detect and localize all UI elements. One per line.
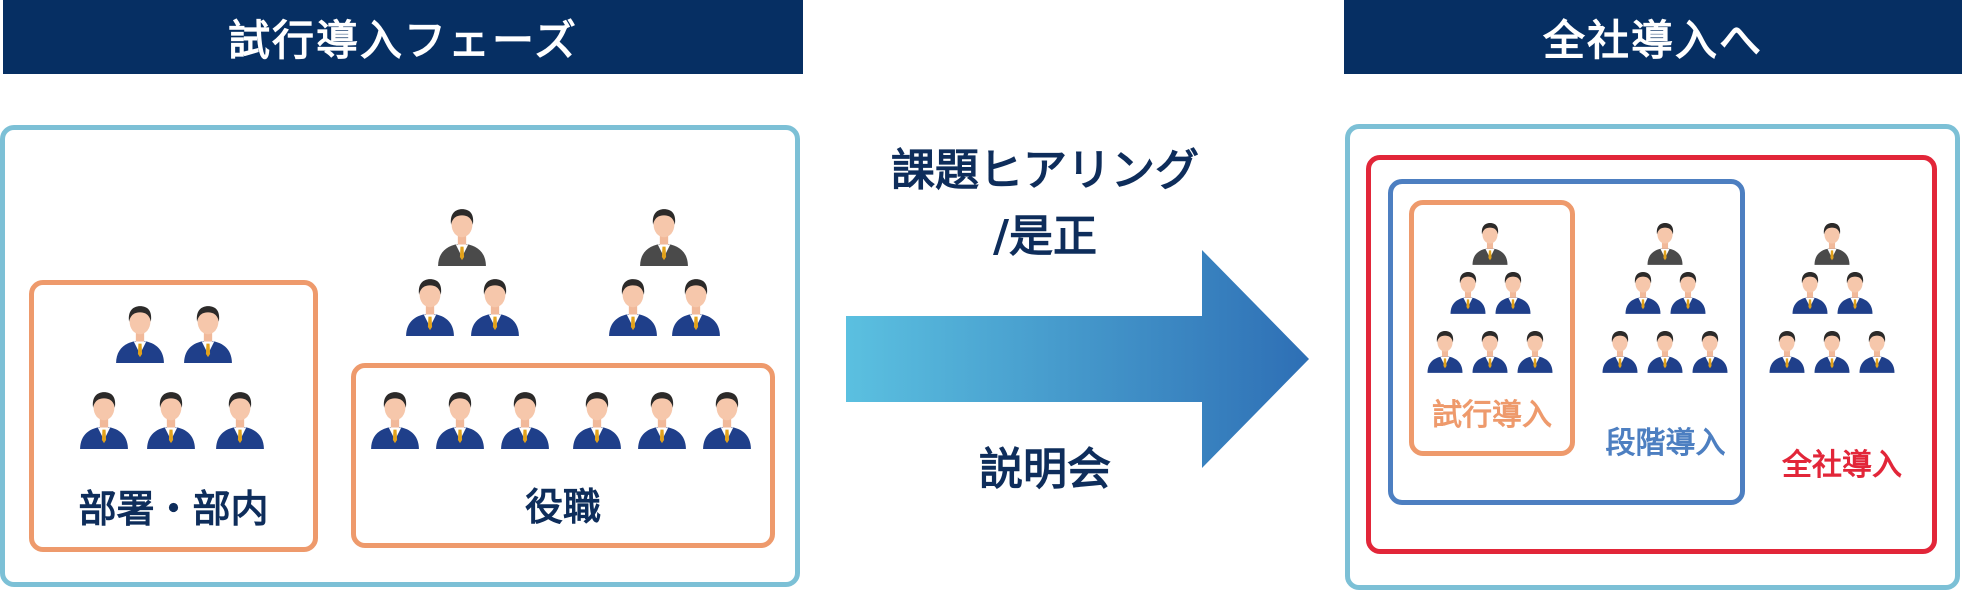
businessperson-icon [1646,220,1684,269]
businessperson-icon [436,205,488,270]
businessperson-icon [214,388,266,453]
businessperson-icon [1471,220,1509,269]
businessperson-icon [1768,328,1806,377]
businessperson-icon [1813,328,1851,377]
trial-phase-header-text: 試行導入フェーズ [228,15,578,65]
businessperson-icon [701,388,753,453]
company-wide-box [1366,155,1937,554]
company-wide-header: 全社導入へ [1344,0,1962,74]
briefing-text: 説明会 [979,444,1111,495]
businessperson-icon [369,388,421,453]
stage-box [1388,179,1745,505]
businessperson-icon [78,388,130,453]
businessperson-icon [1426,328,1464,377]
businessperson-icon [145,388,197,453]
trial-label: 試行導入 [1432,398,1552,433]
businessperson-icon [434,388,486,453]
issue-hearing-line2: /是正 [992,211,1098,262]
trial-phase-header: 試行導入フェーズ [3,0,803,74]
businessperson-icon [1494,269,1532,318]
role-group-box [351,363,775,548]
company-wide-label: 全社導入 [1782,448,1902,483]
businessperson-icon [182,302,234,367]
dept-group-box [29,280,318,552]
issue-hearing-text: 課題ヒアリング /是正 [830,138,1260,270]
businessperson-icon [571,388,623,453]
businessperson-icon [636,388,688,453]
businessperson-icon [404,275,456,340]
businessperson-icon [1449,269,1487,318]
businessperson-icon [1646,328,1684,377]
company-wide-header-text: 全社導入へ [1542,15,1763,65]
businessperson-icon [1516,328,1554,377]
dept-group-label: 部署・部内 [78,487,269,531]
businessperson-icon [114,302,166,367]
businessperson-icon [499,388,551,453]
trial-box [1409,200,1575,456]
businessperson-icon [469,275,521,340]
businessperson-icon [670,275,722,340]
businessperson-icon [1858,328,1896,377]
businessperson-icon [1813,220,1851,269]
businessperson-icon [1691,328,1729,377]
businessperson-icon [638,205,690,270]
issue-hearing-line1: 課題ヒアリング [891,145,1199,196]
businessperson-icon [1836,269,1874,318]
businessperson-icon [607,275,659,340]
businessperson-icon [1791,269,1829,318]
role-group-label: 役職 [524,485,601,529]
stage-label: 段階導入 [1605,426,1726,461]
businessperson-icon [1471,328,1509,377]
businessperson-icon [1624,269,1662,318]
right-arrow-icon [846,250,1309,468]
businessperson-icon [1669,269,1707,318]
businessperson-icon [1601,328,1639,377]
